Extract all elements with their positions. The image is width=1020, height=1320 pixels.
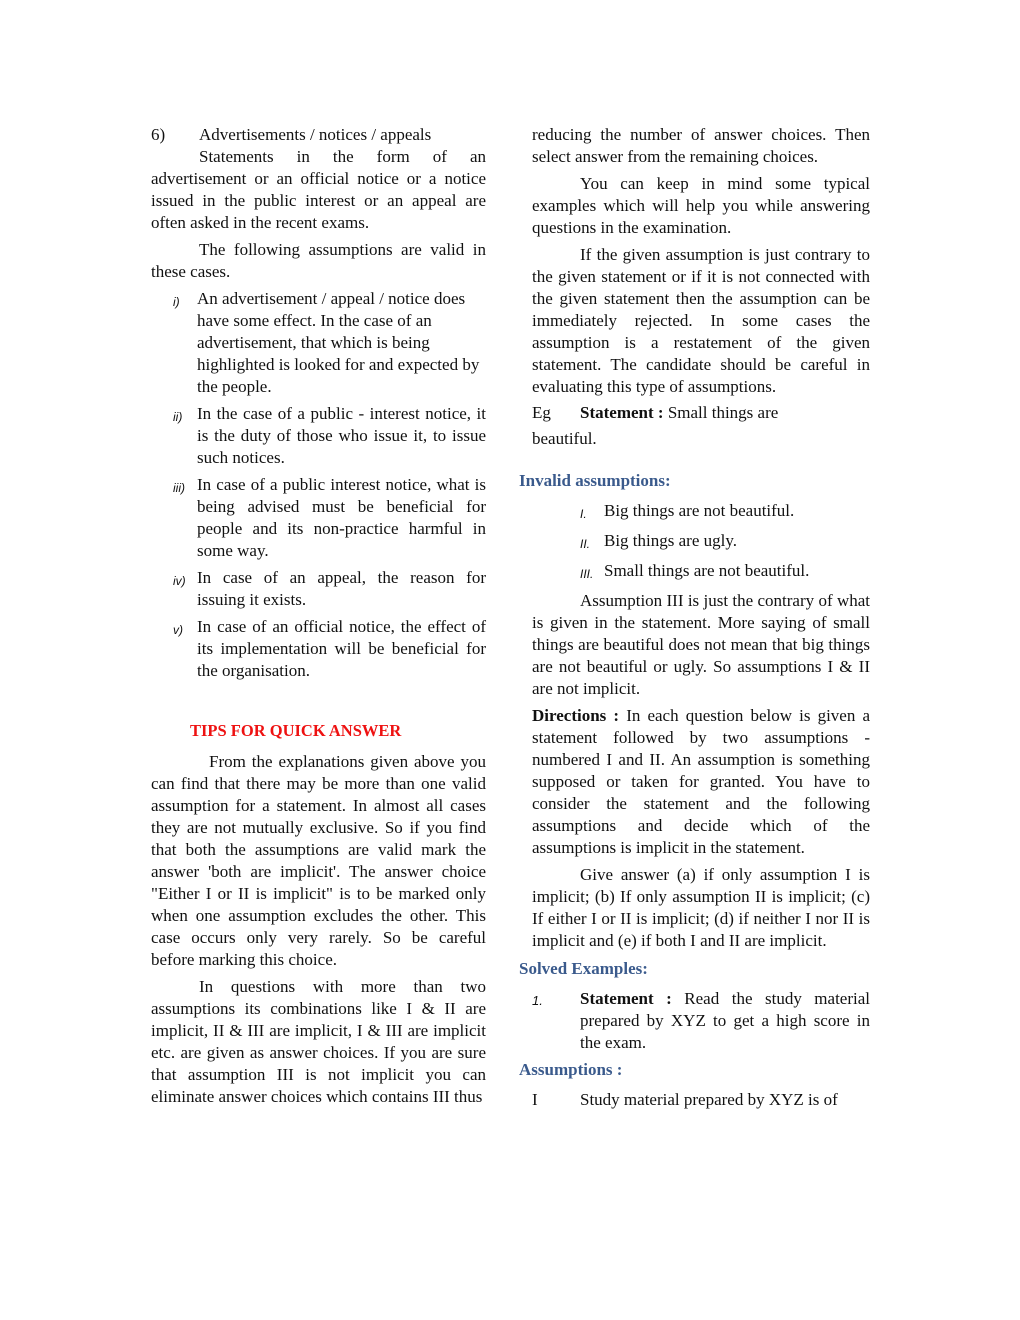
list-item: v) In case of an official notice, the ef…	[173, 616, 486, 682]
statement-text: Small things are	[667, 403, 779, 422]
invalid-assumptions-list: I. Big things are not beautiful. II. Big…	[580, 500, 870, 585]
section-number: 6)	[151, 125, 166, 144]
assumptions-heading: Assumptions :	[519, 1060, 623, 1079]
example-number: 1.	[532, 993, 543, 1008]
list-text: Small things are not beautiful.	[604, 561, 810, 580]
directions-text: In each question below is given a statem…	[532, 706, 870, 857]
list-label: iv)	[173, 574, 186, 588]
list-text: In the case of a public - interest notic…	[197, 404, 486, 467]
intro-paragraph: Statements in the form of an advertiseme…	[151, 147, 486, 232]
tips-heading: TIPS FOR QUICK ANSWER	[190, 721, 402, 740]
valid-assumptions-list: i) An advertisement / appeal / notice do…	[173, 288, 486, 682]
directions-paragraph: Directions : In each question below is g…	[532, 705, 870, 859]
section-heading: 6) Advertisements / notices / appeals	[151, 124, 486, 146]
list-label: v)	[173, 623, 183, 637]
example-statement: Eg Statement : Small things are	[532, 402, 870, 424]
list-item: III. Small things are not beautiful.	[580, 560, 870, 585]
assumption-text: Study material prepared by XYZ is of	[580, 1090, 838, 1109]
valid-intro: The following assumptions are valid in t…	[151, 240, 486, 281]
continuation-paragraph: reducing the number of answer choices. T…	[532, 125, 870, 166]
tips-paragraph-1: From the explanations given above you ca…	[151, 752, 486, 969]
list-text: An advertisement / appeal / notice does …	[197, 289, 480, 396]
left-column: 6) Advertisements / notices / appeals St…	[151, 124, 486, 1108]
examples-paragraph: You can keep in mind some typical exampl…	[532, 174, 870, 237]
list-item: II. Big things are ugly.	[580, 530, 870, 555]
list-item: ii) In the case of a public - interest n…	[173, 403, 486, 469]
statement-continuation: beautiful.	[532, 429, 597, 448]
eg-label: Eg	[532, 403, 551, 422]
list-item: I. Big things are not beautiful.	[580, 500, 870, 525]
list-text: In case of a public interest notice, wha…	[197, 475, 486, 560]
list-label: iii)	[173, 481, 185, 495]
tips-paragraph-2: In questions with more than two assumpti…	[151, 977, 486, 1106]
section-title: Advertisements / notices / appeals	[199, 125, 432, 144]
right-column: reducing the number of answer choices. T…	[519, 124, 870, 1111]
invalid-assumptions-heading: Invalid assumptions:	[519, 471, 671, 490]
list-text: In case of an appeal, the reason for iss…	[197, 568, 486, 609]
assumption-number: I	[532, 1090, 538, 1109]
directions-label: Directions :	[532, 706, 620, 725]
list-label: I.	[580, 507, 587, 521]
list-text: Big things are ugly.	[604, 531, 737, 550]
list-item: i) An advertisement / appeal / notice do…	[173, 288, 486, 398]
explanation-paragraph: Assumption III is just the contrary of w…	[532, 591, 870, 698]
list-label: ii)	[173, 410, 183, 424]
list-item: iii) In case of a public interest notice…	[173, 474, 486, 562]
list-item: iv) In case of an appeal, the reason for…	[173, 567, 486, 611]
answer-key-paragraph: Give answer (a) if only assumption I is …	[532, 865, 870, 950]
list-label: i)	[173, 295, 180, 309]
solved-example: 1. Statement : Read the study material p…	[532, 988, 870, 1054]
list-text: Big things are not beautiful.	[604, 501, 795, 520]
statement-text: Read the study material prepared by XYZ …	[580, 989, 870, 1052]
assumption-item: I Study material prepared by XYZ is of	[532, 1089, 870, 1111]
contrary-paragraph: If the given assumption is just contrary…	[532, 245, 870, 396]
statement-label: Statement :	[580, 403, 664, 422]
list-text: In case of an official notice, the effec…	[197, 617, 486, 680]
list-label: II.	[580, 537, 591, 551]
statement-label: Statement :	[580, 989, 672, 1008]
list-label: III.	[580, 567, 594, 581]
solved-examples-heading: Solved Examples:	[519, 959, 648, 978]
